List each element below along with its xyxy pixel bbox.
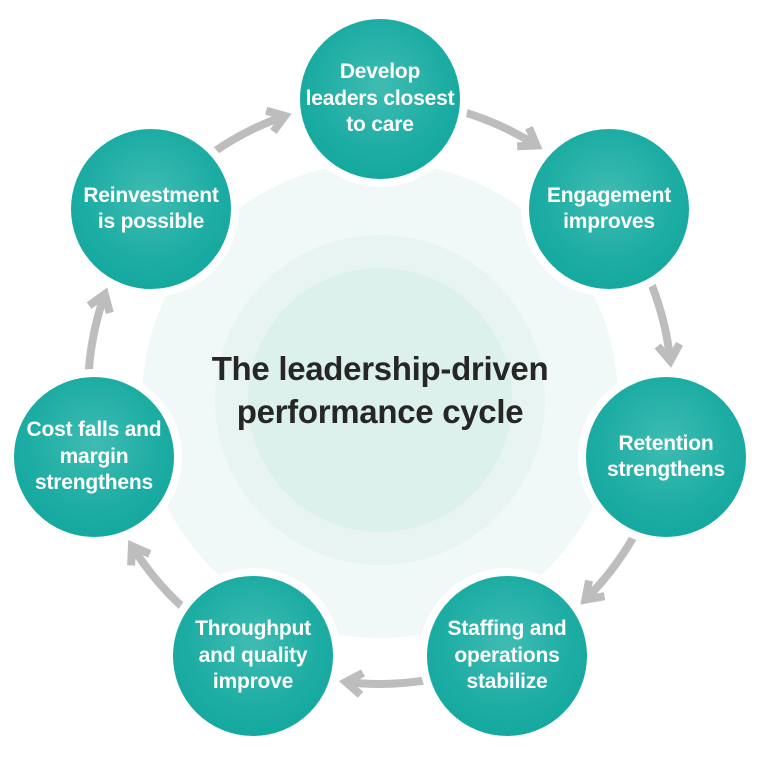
arrow-retention-to-staffing <box>580 535 637 605</box>
cycle-node-throughput: Throughput and quality improve <box>165 568 341 744</box>
node-label: Develop leaders closest to care <box>305 60 455 137</box>
arrow-develop-to-engagement <box>464 108 543 151</box>
node-label: Engagement improves <box>546 183 672 234</box>
node-label: Throughput and quality improve <box>195 617 311 694</box>
cycle-node-retention: Retention strengthens <box>578 369 754 545</box>
arrow-staffing-to-throughput <box>338 669 425 698</box>
node-label: Cost falls and margin strengthens <box>26 418 162 495</box>
cycle-node-engagement: Engagement improves <box>521 121 697 297</box>
cycle-node-develop-leaders: Develop leaders closest to care <box>292 11 468 187</box>
background-ring-inner <box>248 268 512 532</box>
diagram-title: The leadership-driven performance cycle <box>211 350 549 430</box>
arrow-throughput-to-cost <box>127 540 185 610</box>
cycle-node-reinvestment: Reinvestment is possible <box>63 121 239 297</box>
cycle-node-staffing: Staffing and operations stabilize <box>419 568 595 744</box>
node-label: Reinvestment is possible <box>83 183 219 234</box>
node-label: Staffing and operations stabilize <box>447 617 567 694</box>
arrow-reinvestment-to-develop <box>212 106 292 155</box>
node-label: Retention strengthens <box>607 431 725 482</box>
arrow-engagement-to-retention <box>647 283 684 368</box>
arrow-cost-to-reinvestment <box>84 287 114 372</box>
cycle-node-cost-margin: Cost falls and margin strengthens <box>6 369 182 545</box>
